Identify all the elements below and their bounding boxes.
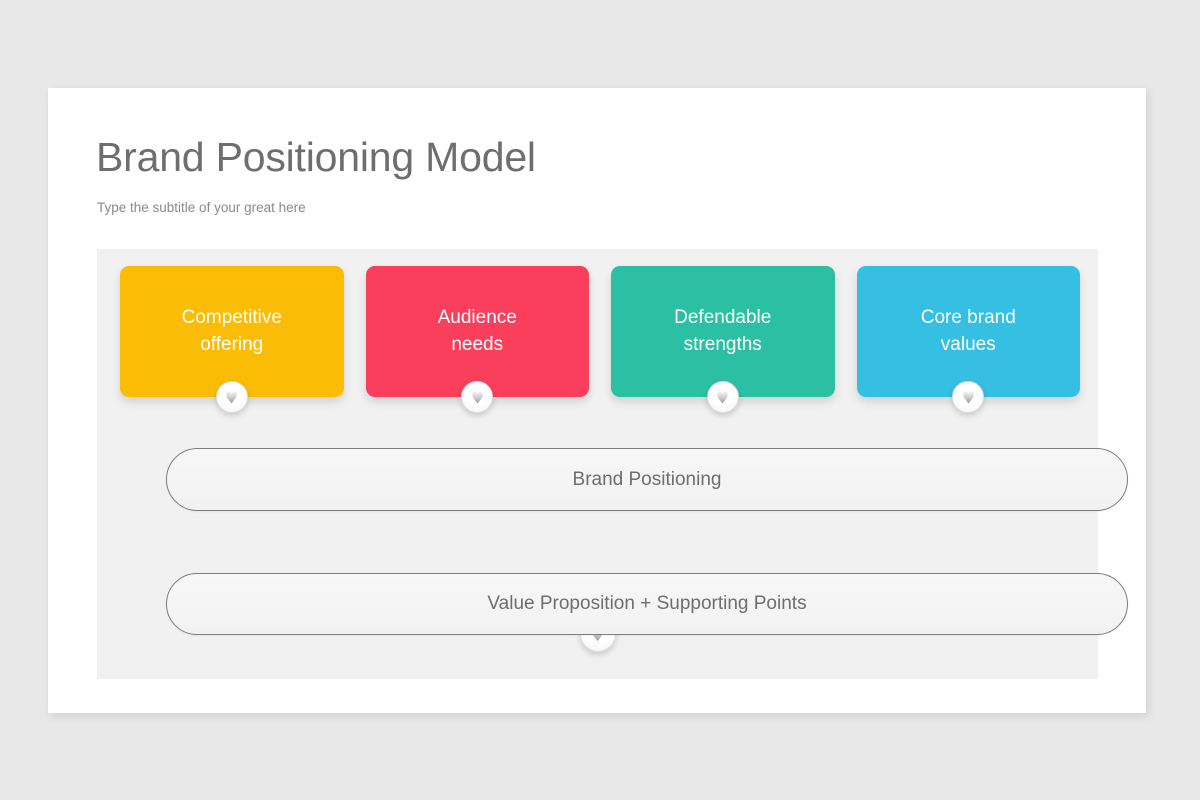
chevron-down-icon xyxy=(461,381,494,413)
pillar-card-label: Audience needs xyxy=(437,306,517,355)
flow-pill-value-proposition[interactable]: Value Proposition + Supporting Points xyxy=(166,573,1128,635)
flow-pill-label: Value Proposition + Supporting Points xyxy=(487,593,807,614)
pillar-card-label: Core brand values xyxy=(920,306,1016,355)
pillar-card-core-brand-values[interactable]: Core brand values xyxy=(856,266,1080,413)
chevron-down-icon xyxy=(952,381,985,413)
pillar-card-defendable-strengths[interactable]: Defendable strengths xyxy=(611,266,835,413)
flow-pill-brand-positioning[interactable]: Brand Positioning xyxy=(166,448,1128,511)
pillar-card-competitive-offering[interactable]: Competitive offering xyxy=(120,266,344,413)
pillar-card-row: Competitive offering xyxy=(120,266,1080,413)
flow-pill-label: Brand Positioning xyxy=(572,468,722,490)
page-title: Brand Positioning Model xyxy=(96,134,536,180)
slide-canvas: Brand Positioning Model Type the subtitl… xyxy=(48,88,1146,713)
diagram-panel: Competitive offering xyxy=(97,249,1128,679)
pillar-card-audience-needs[interactable]: Audience needs xyxy=(365,266,589,413)
chevron-down-icon xyxy=(706,381,739,413)
pillar-card-label: Defendable strengths xyxy=(674,306,772,355)
chevron-down-icon xyxy=(215,381,248,413)
page-subtitle: Type the subtitle of your great here xyxy=(97,200,306,215)
pillar-card-label: Competitive offering xyxy=(181,306,282,355)
